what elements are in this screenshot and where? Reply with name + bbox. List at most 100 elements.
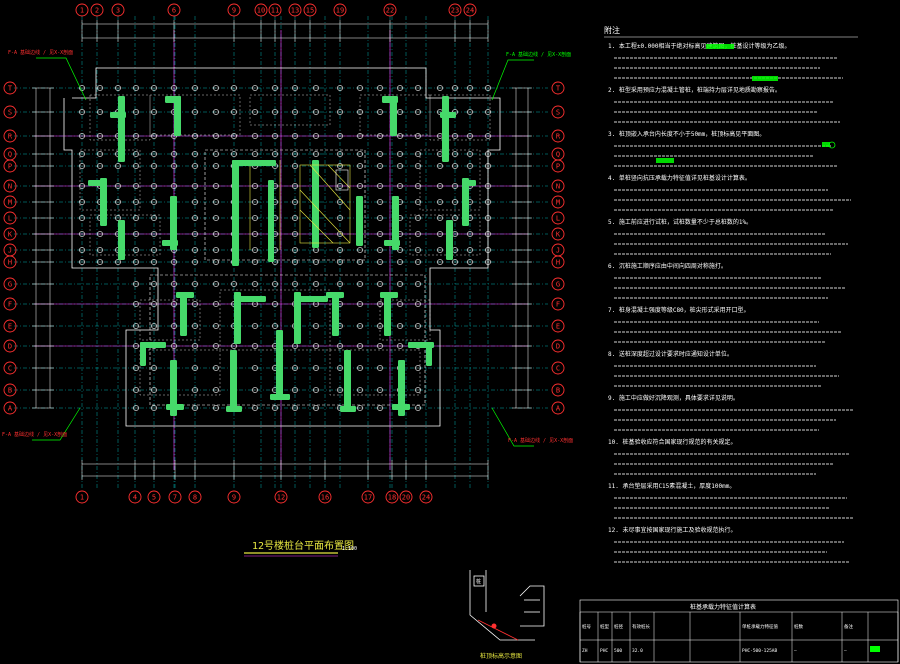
callout-bottom-left: F-A 基础边线 / 见X-X剖面 <box>2 431 67 438</box>
grid-bubble-bottom-8: 8 <box>188 490 202 504</box>
svg-text:R: R <box>8 133 13 141</box>
svg-text:24: 24 <box>422 494 430 502</box>
calc-table-header: 备注 <box>844 623 853 630</box>
plan-title: 12号楼桩台平面布置图 <box>252 539 354 552</box>
svg-text:6: 6 <box>172 7 176 15</box>
svg-text:L: L <box>8 215 12 223</box>
note-line: 6. 沉桩施工顺序应由中间向四周对称施打。 <box>608 262 727 270</box>
svg-text:C: C <box>8 365 12 373</box>
grid-bubble-right-Q: Q <box>551 147 565 161</box>
calc-table-header: 单桩承载力特征值 <box>742 623 778 630</box>
svg-text:E: E <box>8 323 12 331</box>
svg-text:18: 18 <box>388 494 396 502</box>
svg-text:E: E <box>556 323 560 331</box>
svg-text:G: G <box>556 281 560 289</box>
calc-table-cell: — <box>794 649 797 654</box>
grid-bubble-bottom-9: 9 <box>227 490 241 504</box>
notes-list: 1. 本工程±0.000相当于绝对标高见建筑图，桩基设计等级为乙级。2. 桩型采… <box>608 42 853 563</box>
grid-bubble-bottom-1: 1 <box>75 490 89 504</box>
svg-text:C: C <box>556 365 560 373</box>
note-line: 9. 施工中应做好沉降观测，具体要求详见说明。 <box>608 394 739 402</box>
svg-text:17: 17 <box>364 494 372 502</box>
svg-text:B: B <box>556 387 560 395</box>
svg-text:Q: Q <box>556 151 560 159</box>
grid-bubble-right-M: M <box>551 195 565 209</box>
grid-bubble-left-C: C <box>3 361 17 375</box>
svg-text:10: 10 <box>257 7 265 15</box>
svg-text:F: F <box>8 301 12 309</box>
svg-text:8: 8 <box>193 494 197 502</box>
svg-text:K: K <box>8 231 13 239</box>
calc-table-header: 有效桩长 <box>632 623 650 630</box>
grid-bubble-left-R: R <box>3 129 17 143</box>
detail-label: 桩顶标高示意图 <box>480 652 522 660</box>
calc-table-cell: — <box>844 649 847 654</box>
grid-bubble-right-K: K <box>551 227 565 241</box>
grid-bubble-right-P: P <box>551 159 565 173</box>
calc-table-cell: PHC-500-125AB <box>742 648 778 654</box>
svg-text:11: 11 <box>271 7 279 15</box>
svg-text:S: S <box>556 109 560 117</box>
grid-bubble-left-K: K <box>3 227 17 241</box>
svg-text:T: T <box>556 85 561 93</box>
grid-bubble-left-N: N <box>3 179 17 193</box>
grid-bubble-top-13: 13 <box>288 3 302 17</box>
calc-table-header: 桩号 <box>582 623 591 630</box>
grid-bubble-right-C: C <box>551 361 565 375</box>
calc-table-cell: 32.0 <box>632 648 643 654</box>
svg-text:22: 22 <box>386 7 394 15</box>
grid-bubble-bottom-20: 20 <box>399 490 413 504</box>
svg-text:12: 12 <box>277 494 285 502</box>
grid-bubble-right-N: N <box>551 179 565 193</box>
calc-table-cell: 500 <box>614 648 622 654</box>
svg-text:7: 7 <box>173 494 177 502</box>
grid-bubble-bottom-17: 17 <box>361 490 375 504</box>
grid-bubble-right-D: D <box>551 339 565 353</box>
grid-bubble-left-M: M <box>3 195 17 209</box>
stair-core-hatch <box>299 164 351 244</box>
note-line: 1. 本工程±0.000相当于绝对标高见建筑图，桩基设计等级为乙级。 <box>608 42 791 50</box>
calc-table-header: 桩数 <box>794 623 803 630</box>
grid-bubble-right-E: E <box>551 319 565 333</box>
svg-text:24: 24 <box>466 7 474 15</box>
pile-markers <box>78 85 492 411</box>
svg-text:G: G <box>8 281 12 289</box>
svg-text:P: P <box>8 163 12 171</box>
grid-bubble-right-F: F <box>551 297 565 311</box>
svg-text:9: 9 <box>232 494 236 502</box>
grid-bubble-bottom-4: 4 <box>128 490 142 504</box>
grid-bubble-left-T: T <box>3 81 17 95</box>
svg-text:19: 19 <box>336 7 344 15</box>
callout-leaders <box>32 57 534 447</box>
grid-bubble-right-R: R <box>551 129 565 143</box>
grid-bubble-bottom-16: 16 <box>318 490 332 504</box>
notes-title: 附注 <box>604 25 620 35</box>
svg-text:D: D <box>556 343 560 351</box>
grid-bubble-top-1: 1 <box>75 3 89 17</box>
grid-bubble-left-E: E <box>3 319 17 333</box>
grid-bubble-left-H: H <box>3 255 17 269</box>
svg-text:N: N <box>556 183 560 191</box>
svg-text:F: F <box>556 301 560 309</box>
svg-text:20: 20 <box>402 494 410 502</box>
callout-top-right: F-A 基础边线 / 见X-X剖面 <box>506 51 571 58</box>
grid-bubble-bottom-18: 18 <box>385 490 399 504</box>
svg-text:A: A <box>556 405 561 413</box>
svg-text:J: J <box>8 247 12 255</box>
svg-text:3: 3 <box>116 7 120 15</box>
grid-bubble-top-3: 3 <box>111 3 125 17</box>
svg-text:H: H <box>8 259 12 267</box>
svg-text:15: 15 <box>306 7 314 15</box>
grid-bubble-bottom-12: 12 <box>274 490 288 504</box>
grid-bubble-right-T: T <box>551 81 565 95</box>
svg-text:16: 16 <box>321 494 329 502</box>
grid-bubble-left-F: F <box>3 297 17 311</box>
svg-text:K: K <box>556 231 561 239</box>
calc-table-cell: ZH <box>582 648 588 654</box>
svg-text:M: M <box>556 199 560 207</box>
grid-bubble-left-L: L <box>3 211 17 225</box>
grid-bubble-left-G: G <box>3 277 17 291</box>
grid-bubble-top-9: 9 <box>227 3 241 17</box>
